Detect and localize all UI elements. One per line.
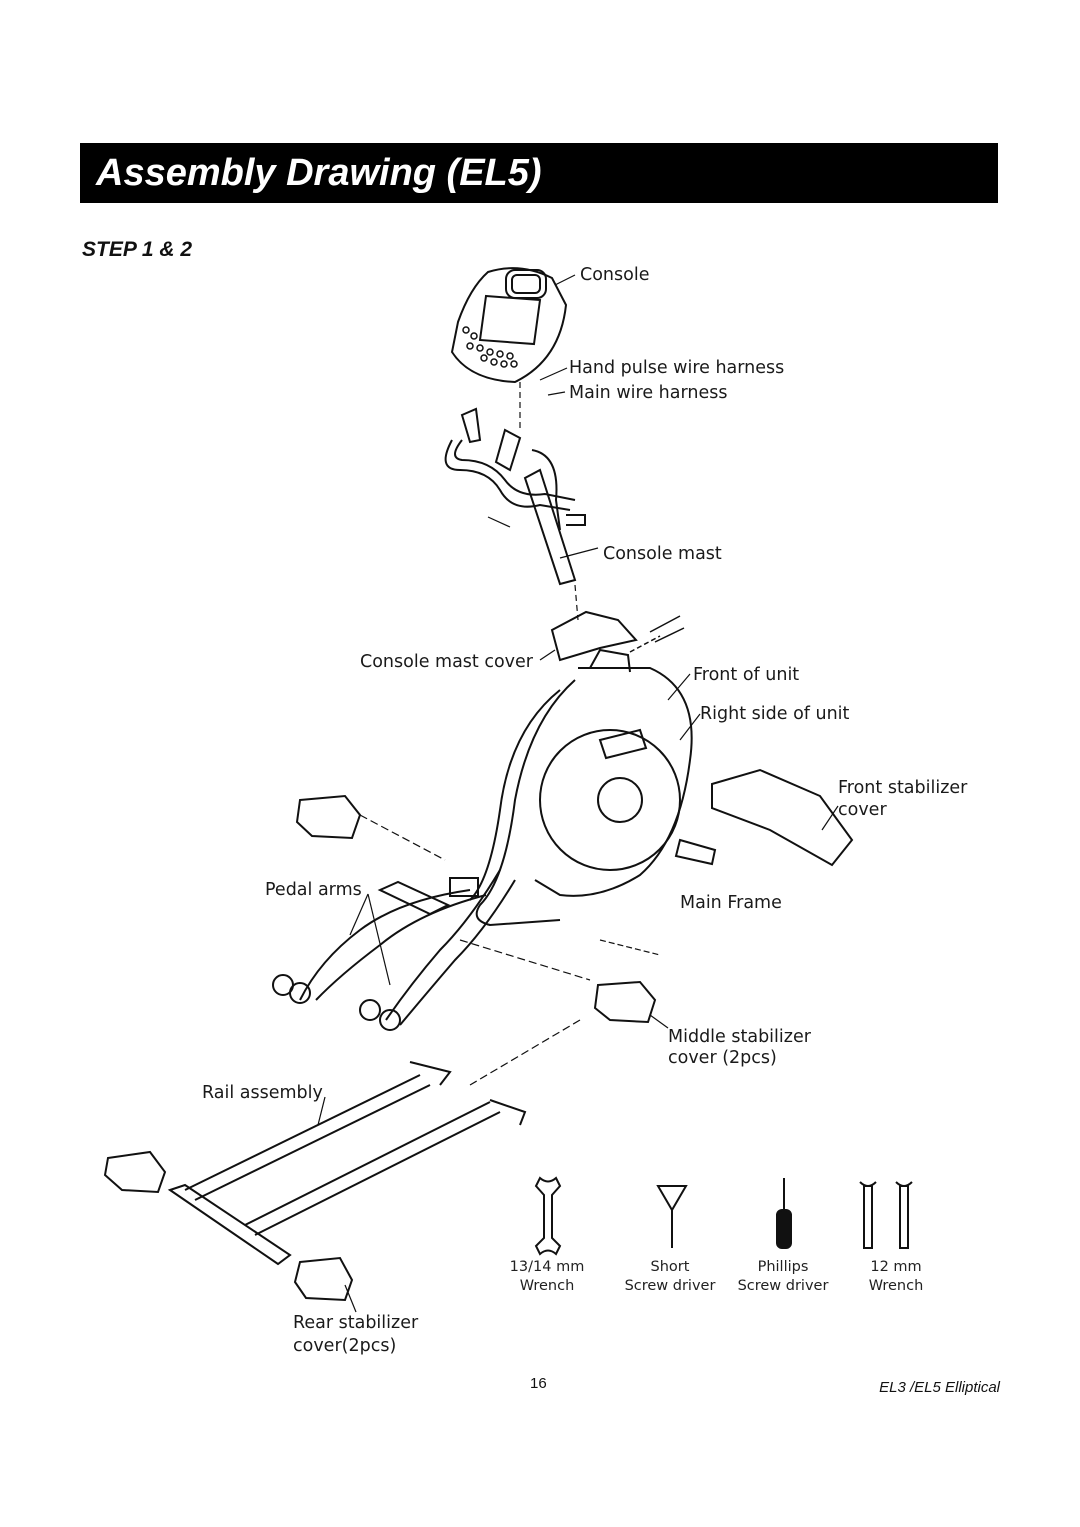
step-heading: STEP 1 & 2 [82, 238, 193, 261]
label-console-mast-cover: Console mast cover [360, 652, 533, 672]
left-cover-drawing [295, 794, 362, 840]
tool-12mm-wrench-icon [859, 1181, 913, 1249]
label-front-stabilizer-line1: Front stabilizer [838, 778, 968, 798]
page-title: Assembly Drawing (EL5) [80, 143, 998, 203]
tool-label-12mm-wrench: 12 mm Wrench [868, 1259, 924, 1294]
tool-label-13-14-wrench: 13/14 mm Wrench [509, 1259, 585, 1294]
tool-label-phillips-screwdriver: Phillips Screw driver [737, 1259, 829, 1294]
front-cover-drawing [711, 768, 854, 867]
tool-13-14-wrench-icon [534, 1176, 562, 1256]
page-number: 16 [530, 1375, 547, 1392]
label-main-wire-harness: Main wire harness [569, 383, 728, 403]
label-rear-stabilizer-line2: cover(2pcs) [293, 1336, 397, 1356]
rail-assembly-drawing [103, 1061, 527, 1302]
label-middle-stabilizer-line1: Middle stabilizer [668, 1027, 811, 1047]
mast-cover-drawing [550, 610, 638, 662]
label-rear-stabilizer-line1: Rear stabilizer [293, 1313, 419, 1333]
tool-phillips-screwdriver-icon [776, 1178, 792, 1249]
label-hand-pulse-wire-harness: Hand pulse wire harness [569, 358, 785, 378]
label-console: Console [580, 265, 650, 285]
main-frame-drawing [469, 648, 717, 927]
handlebar-drawing [444, 407, 586, 586]
label-middle-stabilizer-line2: cover (2pcs) [668, 1048, 777, 1068]
label-front-stabilizer-line2: cover [838, 800, 887, 820]
label-main-frame: Main Frame [680, 893, 782, 913]
label-console-mast: Console mast [603, 544, 722, 564]
footer-model: EL3 /EL5 Elliptical [879, 1379, 1000, 1396]
label-pedal-arms: Pedal arms [265, 880, 362, 900]
label-right-side-of-unit: Right side of unit [700, 704, 850, 724]
label-front-of-unit: Front of unit [693, 665, 800, 685]
tool-short-screwdriver-icon [656, 1185, 688, 1248]
console-drawing [450, 267, 568, 384]
middle-cover-drawing [593, 980, 657, 1024]
label-rail-assembly: Rail assembly [202, 1083, 323, 1103]
tool-label-short-screwdriver: Short Screw driver [624, 1259, 716, 1294]
